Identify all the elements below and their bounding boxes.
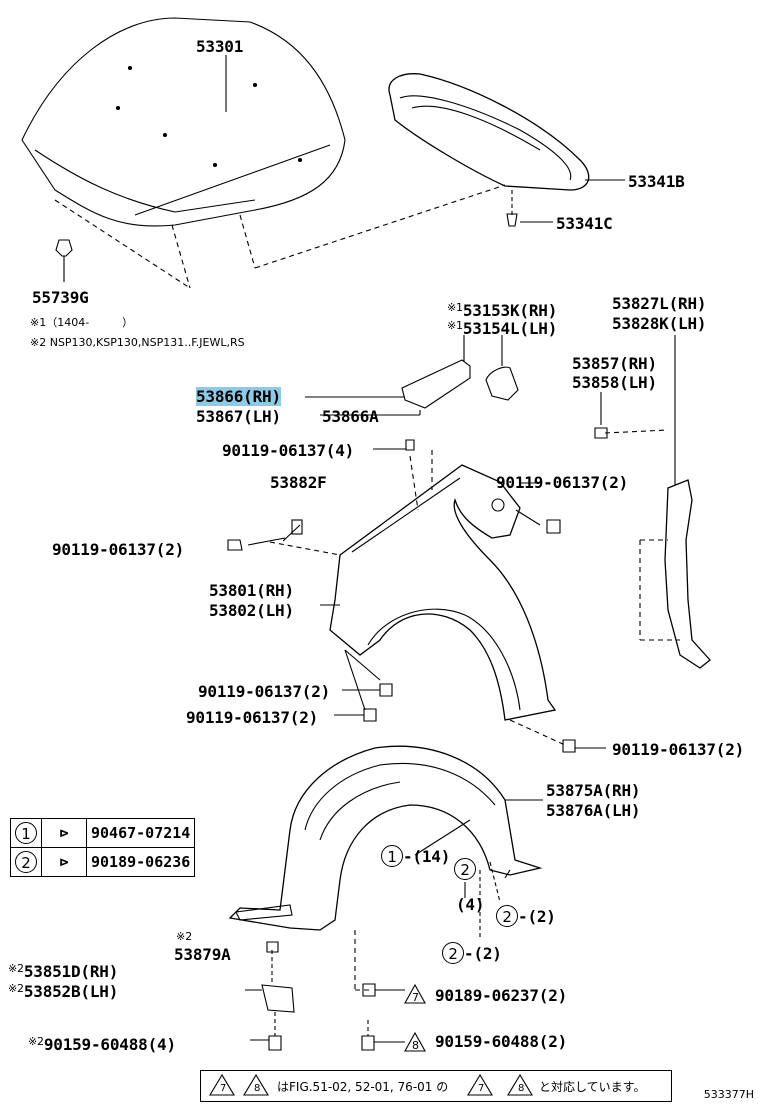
footer-text-2: と対応しています。 xyxy=(539,1080,646,1094)
tri-7-note-b: 7 xyxy=(478,1083,485,1094)
hood-drawing xyxy=(21,17,506,289)
fender-seal-drawing xyxy=(305,335,519,511)
diagram-code: 533377H xyxy=(703,1088,754,1101)
label-hood-cushion: 55739G xyxy=(32,288,89,307)
label-bolt-6: 90119-06137(2) xyxy=(612,740,745,759)
hood-insulator-drawing xyxy=(388,73,625,227)
clip-callout-2b: 2-(2) xyxy=(442,942,502,964)
legend-row: 2 ⊳ 90189-06236 xyxy=(10,847,196,877)
fender-drawing xyxy=(227,464,606,753)
clip-callout-2-top: 2 xyxy=(454,858,476,880)
label-screw-c: 90159-60488(2) xyxy=(435,1032,568,1051)
label-hood-insulator: 53341B xyxy=(628,172,685,191)
legend-part: 90467-07214 xyxy=(85,818,196,848)
note-2: ※2 NSP130,KSP130,NSP131..F.JEWL,RS xyxy=(30,336,245,349)
label-fender-protector-lh: 53828K(LH) xyxy=(612,314,707,333)
legend-part: 90189-06236 xyxy=(85,847,196,877)
label-insulator-retainer: 53341C xyxy=(556,214,613,233)
label-bracket-sub: 53866A xyxy=(322,407,379,426)
legend-number: 1 xyxy=(10,818,42,848)
hood-cushion-drawing xyxy=(55,239,73,282)
label-mud-guard: 53879A xyxy=(174,945,231,964)
label-bracket-rh[interactable]: 53866(RH) xyxy=(196,387,281,406)
clip-callout-14: 1-(14) xyxy=(381,845,450,867)
legend-row: 1 ⊳ 90467-07214 xyxy=(10,818,196,848)
tri-7-number: 7 xyxy=(412,991,419,1004)
label-liner-rh: 53875A(RH) xyxy=(546,781,641,800)
tri-8-number: 8 xyxy=(412,1039,419,1052)
fender-protector-drawing xyxy=(594,335,711,669)
reference-triangles xyxy=(209,983,533,1096)
label-fender-lh: 53802(LH) xyxy=(209,601,294,620)
fender-liner-drawing xyxy=(228,745,543,1051)
label-seal-rh: 53857(RH) xyxy=(572,354,657,373)
mark-mud-guard: ※2 xyxy=(176,930,193,943)
label-screw-a: 90189-06237(2) xyxy=(435,986,568,1005)
tri-7-note: 7 xyxy=(220,1083,227,1094)
label-bolt-5: 90119-06137(2) xyxy=(186,708,319,727)
label-screw-b: ※290159-60488(4) xyxy=(28,1035,176,1054)
label-seal-lh: 53858(LH) xyxy=(572,373,657,392)
label-bolt-1: 90119-06137(4) xyxy=(222,441,355,460)
clip-qty-4: (4) xyxy=(456,895,485,914)
clip-callout-2a: 2-(2) xyxy=(496,905,556,927)
clip-icon: ⊳ xyxy=(41,847,87,877)
label-liner-lh: 53876A(LH) xyxy=(546,801,641,820)
footer-note: 7 8 はFIG.51-02, 52-01, 76-01 の 7 8 と対応して… xyxy=(200,1070,672,1102)
clip-legend-table: 1 ⊳ 90467-07214 2 ⊳ 90189-06236 xyxy=(10,818,196,877)
label-bolt-2: 90119-06137(2) xyxy=(496,473,629,492)
footer-text: はFIG.51-02, 52-01, 76-01 の xyxy=(277,1080,449,1094)
label-fender-seal-lh: ※153154L(LH) xyxy=(447,319,558,338)
tri-8-note: 8 xyxy=(254,1083,261,1094)
label-bolt-3: 90119-06137(2) xyxy=(52,540,185,559)
label-fender-protector-rh: 53827L(RH) xyxy=(612,294,707,313)
note-1: ※1（1404- ） xyxy=(30,316,134,329)
tri-8-note-b: 8 xyxy=(518,1083,525,1094)
clip-icon: ⊳ xyxy=(41,818,87,848)
label-fender-seal-rh: ※153153K(RH) xyxy=(447,301,558,320)
label-bracket-lh: 53867(LH) xyxy=(196,407,281,426)
label-bolt-4: 90119-06137(2) xyxy=(198,682,331,701)
label-hood: 53301 xyxy=(196,37,244,56)
legend-number: 2 xyxy=(10,847,42,877)
label-fender-rh: 53801(RH) xyxy=(209,581,294,600)
label-splash-rh: ※253851D(RH) xyxy=(8,962,119,981)
label-splash-lh: ※253852B(LH) xyxy=(8,982,119,1001)
label-fender-bracket: 53882F xyxy=(270,473,327,492)
